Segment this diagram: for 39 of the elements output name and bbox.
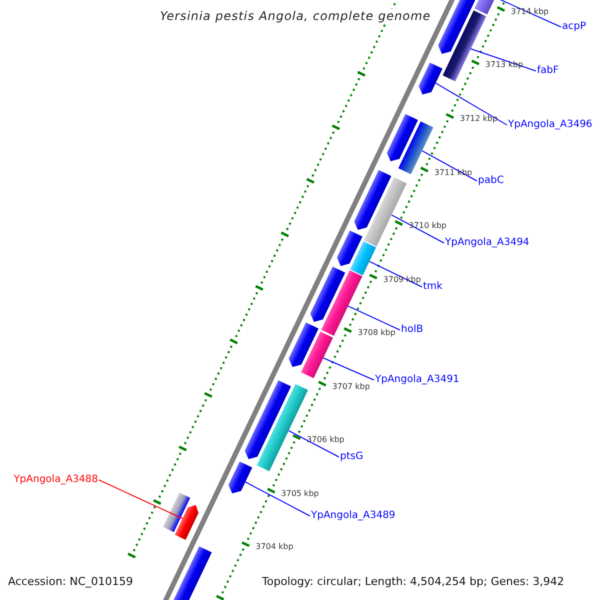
diagram-title: Yersinia pestis Angola, complete genome (160, 9, 431, 23)
gene-feature (174, 504, 199, 540)
leader-line (435, 82, 508, 126)
scale-label: 3712 kbp (460, 114, 498, 124)
gene-label: holB (401, 323, 424, 337)
gene-label: ptsG (340, 450, 364, 464)
gene-label: YpAngola_A3496 (508, 118, 592, 132)
leader-line (348, 306, 400, 330)
scale-label: 3706 kbp (306, 435, 344, 446)
leader-line (391, 214, 444, 244)
gene-bar (398, 121, 434, 174)
gene-feature (228, 462, 252, 494)
leader-line (288, 430, 340, 458)
gene-bar (350, 241, 376, 276)
leader-line (322, 358, 374, 380)
gene-label: tmk (423, 280, 442, 294)
gene-label: YpAngola_A3488 (14, 473, 98, 487)
leader-line (368, 260, 422, 288)
genome-info-note: Topology: circular; Length: 4,504,254 bp; Genes: 3,942 (262, 575, 564, 589)
gene-bar (442, 10, 486, 82)
gene-label: YpAngola_A3491 (375, 373, 460, 387)
leader-line (244, 482, 310, 516)
scale-label: 3704 kbp (256, 542, 294, 552)
gene-label: YpAngola_A3494 (445, 236, 530, 250)
gene-feature (418, 62, 443, 94)
scale-label: 3705 kbp (281, 488, 319, 499)
leader-line (98, 480, 184, 519)
leader-line (422, 150, 478, 182)
gene-label: pabC (478, 174, 504, 188)
scale-label: 3708 kbp (358, 328, 396, 338)
gene-bar (301, 332, 334, 378)
scale-label: 3710 kbp (408, 221, 446, 232)
accession-note: Accession: NC_010159 (8, 575, 134, 589)
gene-label: acpP (562, 20, 586, 34)
gene-label: fabF (537, 64, 559, 78)
gene-bar (256, 384, 308, 472)
gene-bar (364, 177, 407, 247)
gene-label: YpAngola_A3489 (311, 509, 396, 523)
leader-line (470, 48, 536, 72)
